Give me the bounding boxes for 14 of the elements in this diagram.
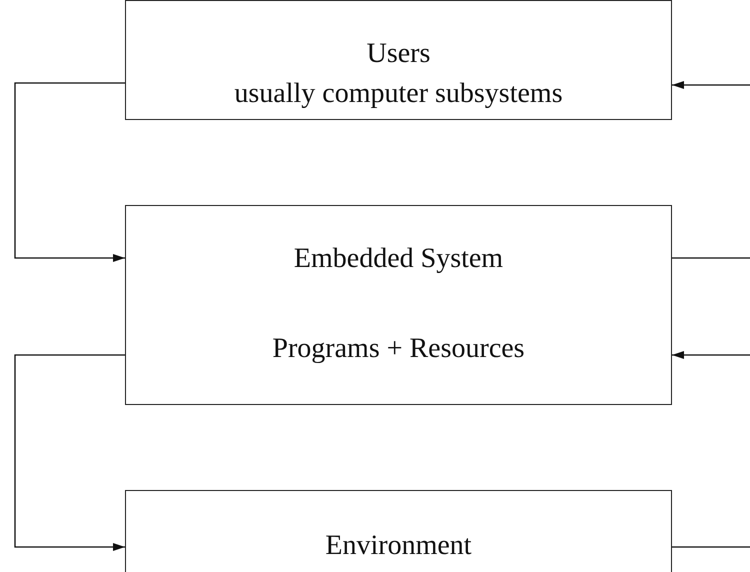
box-subtitle: usually computer subsystems — [234, 76, 563, 110]
box-title: Embedded System — [294, 242, 504, 276]
process-box — [125, 205, 672, 405]
connector-line — [672, 546, 750, 548]
arrow — [672, 351, 750, 359]
arrow — [672, 81, 750, 89]
box-title: Environment — [325, 529, 472, 563]
process-box — [125, 0, 672, 120]
process-box — [125, 490, 672, 572]
connector-line — [672, 257, 750, 259]
box-title: Users — [366, 37, 430, 71]
arrow — [14, 354, 125, 551]
arrow — [14, 82, 125, 262]
box-subtitle: Programs + Resources — [272, 332, 525, 366]
